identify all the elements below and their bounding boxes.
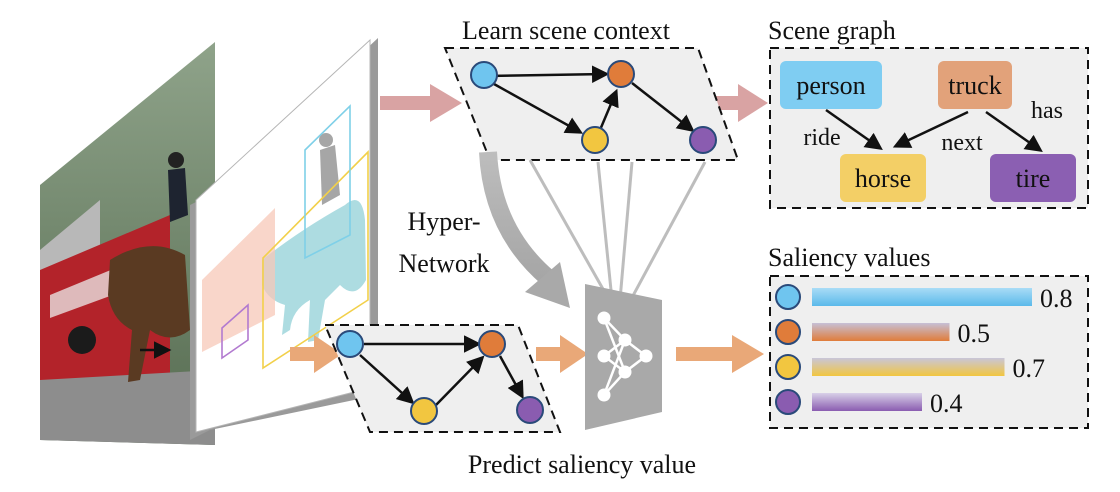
saliency-bar-yellow [812,358,1005,376]
arrow-to-predict-graph [290,335,342,373]
arrow-to-learn-context [380,84,462,122]
saliency-node-yellow [775,354,801,380]
saliency-bar-blue [812,288,1032,306]
saliency-bar-purple [812,393,922,411]
graph-node-yellow [581,126,609,154]
saliency-value-blue: 0.8 [1040,284,1073,313]
saliency-node-orange [775,319,801,345]
predict-node-yellow [410,397,438,425]
scene-node-truck: truck [948,71,1001,100]
scene-edge-has: has [1031,98,1063,124]
arrow-to-saliency [676,335,764,373]
arrow-to-network [536,335,588,373]
scene-node-person: person [796,71,865,100]
graph-node-blue [470,61,498,89]
hypernetwork-arrow [479,151,570,308]
hypernetwork-label-line2: Network [399,249,490,278]
predict-title: Predict saliency value [468,450,696,479]
scene-node-horse: horse [855,164,911,193]
learn-context-title: Learn scene context [462,16,671,45]
predict-graph [323,324,562,433]
neural-network-icon [585,284,662,430]
scene-node-tire: tire [1016,164,1051,193]
scene-node-truck-chip [938,61,1012,109]
scene-edge-ride: ride [803,125,840,151]
graph-node-orange [607,60,635,88]
graph-node-purple [689,126,717,154]
predict-node-blue [336,330,364,358]
saliency-node-blue [775,284,801,310]
scene-node-horse-chip [840,154,926,202]
predict-node-purple [516,396,544,424]
scene-edge-next: next [941,130,983,156]
hypernetwork-label-line1: Hyper- [407,207,480,236]
saliency-node-purple [775,389,801,415]
saliency-bar-orange [812,323,950,341]
detection-plane [190,38,378,440]
scene-node-person-chip [780,61,882,109]
predict-node-orange [478,330,506,358]
input-photo [40,42,215,445]
saliency-value-yellow: 0.7 [1013,354,1046,383]
saliency-value-orange: 0.5 [958,319,991,348]
scene-graph-title: Scene graph [768,16,896,45]
saliency-rows: 0.8 0.5 0.7 0.4 [775,284,1073,418]
scene-node-tire-chip [990,154,1076,202]
saliency-value-purple: 0.4 [930,389,963,418]
saliency-title: Saliency values [768,243,930,272]
scene-graph-panel [769,47,1089,209]
hypernetwork-weight-lines [528,159,707,306]
learn-context-graph [443,47,740,306]
